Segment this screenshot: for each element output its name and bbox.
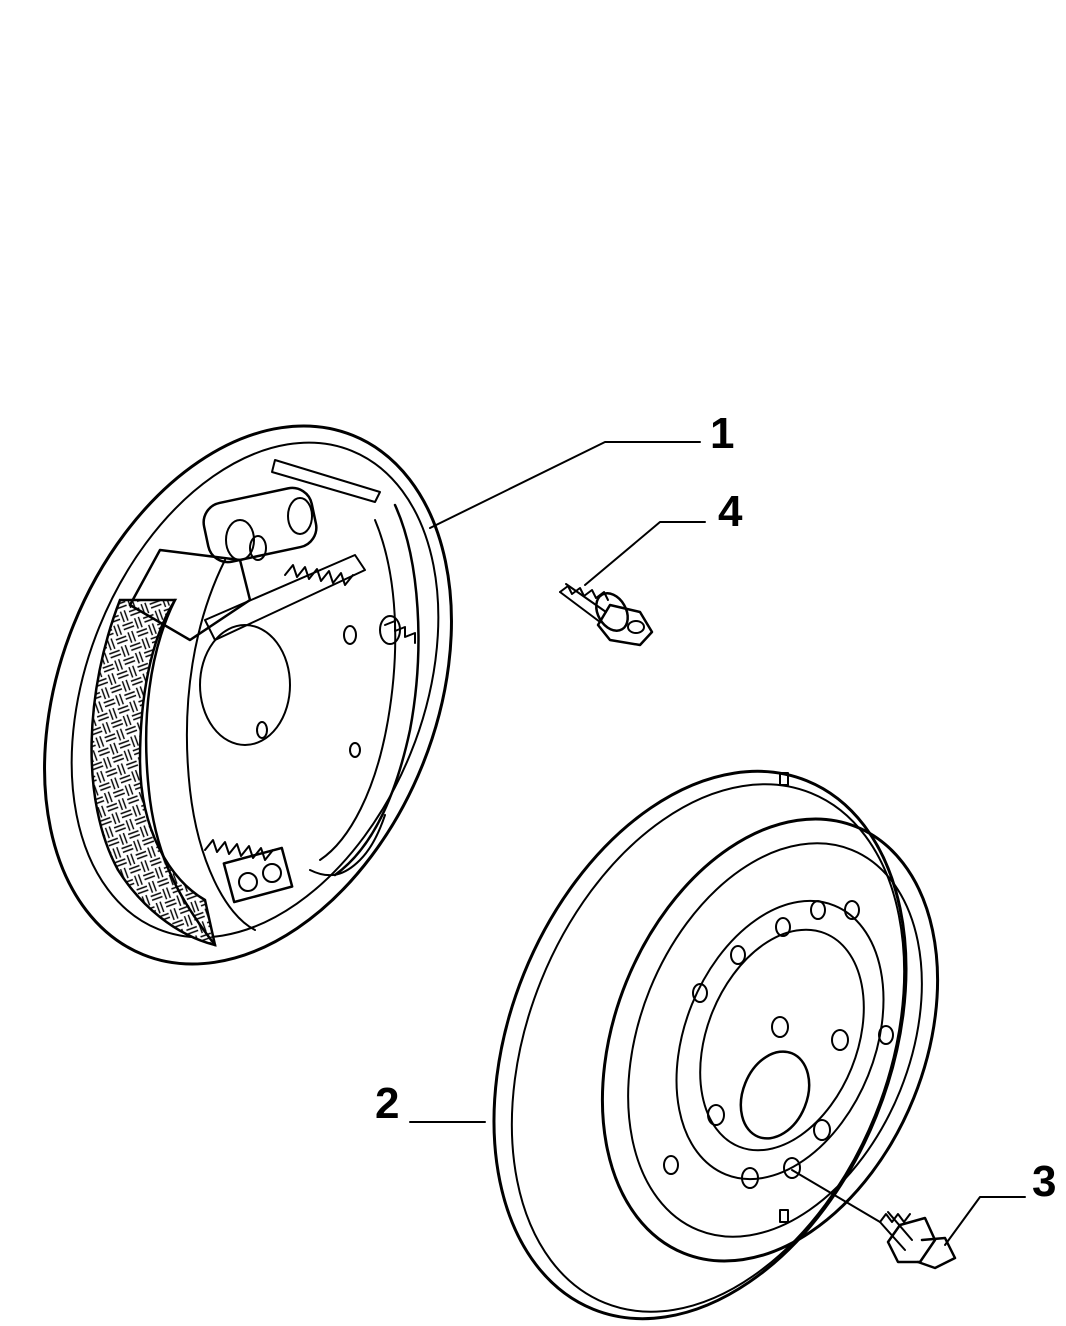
upper-return-spring — [284, 564, 354, 586]
lower-return-spring — [204, 839, 274, 861]
drum-face — [600, 817, 940, 1263]
wheel-bolt — [879, 1211, 957, 1270]
drum-center-bore — [739, 1050, 811, 1140]
brake-drum — [492, 769, 940, 1321]
retaining-screw — [559, 583, 654, 647]
backplate-outer-rim — [43, 424, 453, 966]
drum-bolt-holes — [663, 1016, 894, 1189]
drum-outer-rim — [492, 769, 908, 1321]
callout-4: 4 — [718, 487, 743, 536]
callout-3: 3 — [1032, 1157, 1057, 1206]
drum-vent-holes — [692, 900, 860, 1003]
leader-line-3 — [944, 1196, 1026, 1246]
brake-backplate-assembly — [43, 424, 453, 966]
leader-line-3-drum — [791, 1169, 881, 1223]
leader-line-1 — [429, 441, 701, 529]
callout-2: 2 — [375, 1079, 400, 1128]
leader-line-4 — [584, 521, 706, 586]
callout-1: 1 — [710, 409, 735, 458]
backplate-inner-rim — [70, 441, 440, 939]
wheel-cylinder — [202, 486, 318, 564]
